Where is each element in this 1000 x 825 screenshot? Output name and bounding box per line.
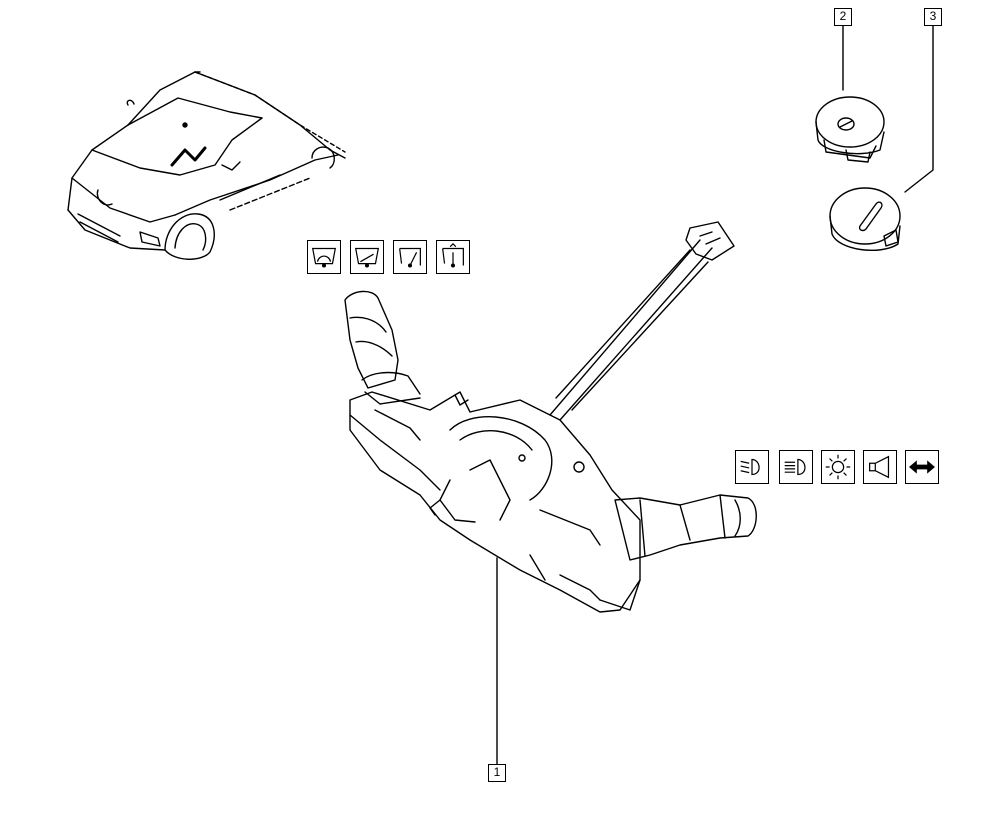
dipped-beam-icon — [735, 450, 769, 484]
windscreen-washer-icon — [350, 240, 384, 274]
side-light-icon — [821, 450, 855, 484]
part-3-drawing — [829, 187, 901, 251]
windscreen-wiper-icon — [307, 240, 341, 274]
rear-washer-icon — [436, 240, 470, 274]
leader-line-part-3 — [904, 25, 934, 193]
vehicle-location-thumbnail — [67, 71, 346, 260]
part-2-drawing — [815, 96, 885, 163]
horn-icon — [863, 450, 897, 484]
part-1-drawing — [344, 221, 757, 613]
direction-indicator-icon — [905, 450, 939, 484]
callout-part-3: 3 — [924, 8, 942, 26]
rear-wiper-icon — [393, 240, 427, 274]
main-beam-icon — [779, 450, 813, 484]
callout-part-2: 2 — [834, 8, 852, 26]
callout-part-1: 1 — [488, 764, 506, 782]
